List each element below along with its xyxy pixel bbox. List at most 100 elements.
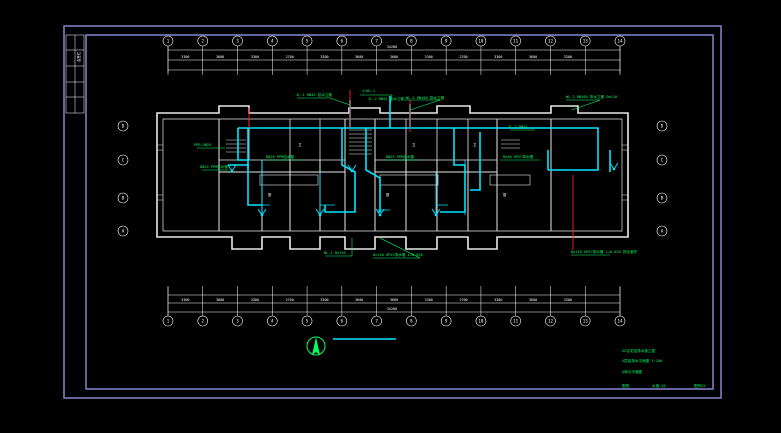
leader-lines <box>197 94 610 259</box>
bottom-pipe-labels: WL-1 De110 De110 UPVC排水管 i=0.026 De110 U… <box>324 249 638 257</box>
axis-label: 1 <box>167 39 170 44</box>
axis-label: 11 <box>513 319 519 324</box>
axis-bubble: 13 <box>579 35 591 75</box>
mid-pipe-labels: PPR-DN25 DN25 PPR给水管 DN20 PPR给水管 DN25 PP… <box>194 143 534 169</box>
top-pipe-labels: JL-1 DN32 给水立管 J/WL-1 JL-2 DN32 给水立管 WL-… <box>296 89 617 129</box>
dimension-value: 3300 <box>494 298 502 302</box>
axis-label: 7 <box>375 39 378 44</box>
axis-label: B <box>122 196 125 201</box>
axis-label: A <box>661 229 664 234</box>
title-footer-mid: 水施-XX <box>652 383 667 388</box>
axis-bubble: 11 <box>510 286 521 327</box>
axis-label: 8 <box>410 39 413 44</box>
axis-label: 11 <box>513 39 519 44</box>
axis-bubble: 1 <box>162 35 174 75</box>
pipe-label: WL-2 DN100 排水立管 <box>406 95 445 100</box>
axis-label: C <box>122 158 125 163</box>
axis-label: 7 <box>375 319 378 324</box>
dimension-value: 3300 <box>251 55 259 59</box>
dimension-value: 3300 <box>425 298 433 302</box>
pipe-label: DN25 PPR给水管 <box>200 164 228 169</box>
axis-label: 14 <box>617 39 623 44</box>
dimension-value: 3600 <box>216 298 224 302</box>
axis-bubble: 8 <box>406 35 417 75</box>
axis-bubble: 6 <box>336 35 348 75</box>
axis-label: 14 <box>617 319 623 324</box>
axis-label: 10 <box>478 319 484 324</box>
fixtures <box>227 162 619 217</box>
axis-bubble: D <box>117 120 129 132</box>
title-footer-left: 图别 <box>622 383 630 388</box>
axis-bubble: A <box>117 225 129 237</box>
axis-bubble: 5 <box>301 35 313 75</box>
pipe-label: DN25 PPR给水管 <box>386 154 414 159</box>
axis-bubble: 4 <box>267 35 278 75</box>
title-footer-right: 图号XX <box>694 383 706 388</box>
dimension-value: 3300 <box>320 298 328 302</box>
bottom-total-dimension: 34200 <box>387 307 397 311</box>
axis-bubble: 9 <box>440 35 452 75</box>
axis-bubble: 3 <box>232 35 243 75</box>
axis-label: 10 <box>478 39 484 44</box>
floor-drain-icon <box>227 164 237 173</box>
signature-strip <box>65 34 85 114</box>
dimension-value: 3300 <box>425 55 433 59</box>
top-dimension-chain <box>167 46 621 73</box>
dimension-value: 2700 <box>459 298 467 302</box>
pipe-label: WL-3 DN100 排水立管 De110 <box>566 94 617 99</box>
room-tag: 厨 <box>268 192 272 197</box>
axis-bubble: 4 <box>267 286 278 327</box>
dimension-value: 3600 <box>216 55 224 59</box>
axis-label: 3 <box>236 319 239 324</box>
sheet-outer-border <box>63 25 722 399</box>
axis-bubble: 6 <box>336 286 348 327</box>
axis-bubble: C <box>117 154 129 166</box>
axis-label: 12 <box>548 319 554 324</box>
axis-bubble: 7 <box>371 35 382 75</box>
dimension-value: 3600 <box>355 55 363 59</box>
axis-label: 4 <box>271 39 274 44</box>
sheet-inner-border <box>85 34 714 390</box>
dimension-value: 2700 <box>286 55 294 59</box>
title-block: XX住宅给排水施工图 X层给排水平面图 1:100 X单元平面图 图别 水施-X… <box>622 348 706 388</box>
axis-bubble: 14 <box>614 35 626 75</box>
title-line-3: X单元平面图 <box>622 369 643 374</box>
dimension-value: 3600 <box>390 298 398 302</box>
right-axis-bubbles: D C B A <box>656 120 668 237</box>
room-tag: 卫 <box>412 143 416 147</box>
pipe-label: DN20 PPR给水管 <box>266 154 294 159</box>
dimension-value: 2700 <box>286 298 294 302</box>
axis-label: B <box>661 196 664 201</box>
axis-label: C <box>661 158 664 163</box>
floor-drain-icon <box>609 162 619 171</box>
axis-label: 6 <box>341 39 344 44</box>
axis-label: D <box>661 124 664 129</box>
left-axis-bubbles: D C B A <box>117 120 129 237</box>
axis-bubble: 10 <box>475 35 487 75</box>
axis-bubble: 8 <box>406 286 417 327</box>
floor-drain-icon <box>347 164 357 173</box>
axis-label: 2 <box>202 39 205 44</box>
room-tag: 厨 <box>386 192 390 197</box>
axis-bubble: 3 <box>232 286 243 327</box>
axis-label: 13 <box>583 39 589 44</box>
axis-bubble: 2 <box>197 286 209 327</box>
floor-drain-icon <box>375 208 385 217</box>
floor-drain-icon <box>257 208 267 217</box>
pipe-label: PPR-DN25 <box>194 143 211 147</box>
dimension-value: 3600 <box>390 55 398 59</box>
axis-label: 2 <box>202 319 205 324</box>
dimension-value: 3300 <box>251 298 259 302</box>
north-arrow-icon <box>306 336 326 356</box>
room-tags: 卫 厨 卫 厨 卫 厨 <box>268 143 507 197</box>
pipe-label: J/WL-1 <box>362 89 375 93</box>
axis-label: 12 <box>548 39 554 44</box>
axis-bubble: 13 <box>579 286 591 327</box>
axis-bubble: B <box>656 192 668 204</box>
axis-label: D <box>122 124 125 129</box>
axis-label: 8 <box>410 319 413 324</box>
axis-label: 9 <box>445 319 448 324</box>
axis-label: 5 <box>306 319 309 324</box>
pipe-label: De110 UPVC排水管 i=0.026 <box>373 252 423 257</box>
